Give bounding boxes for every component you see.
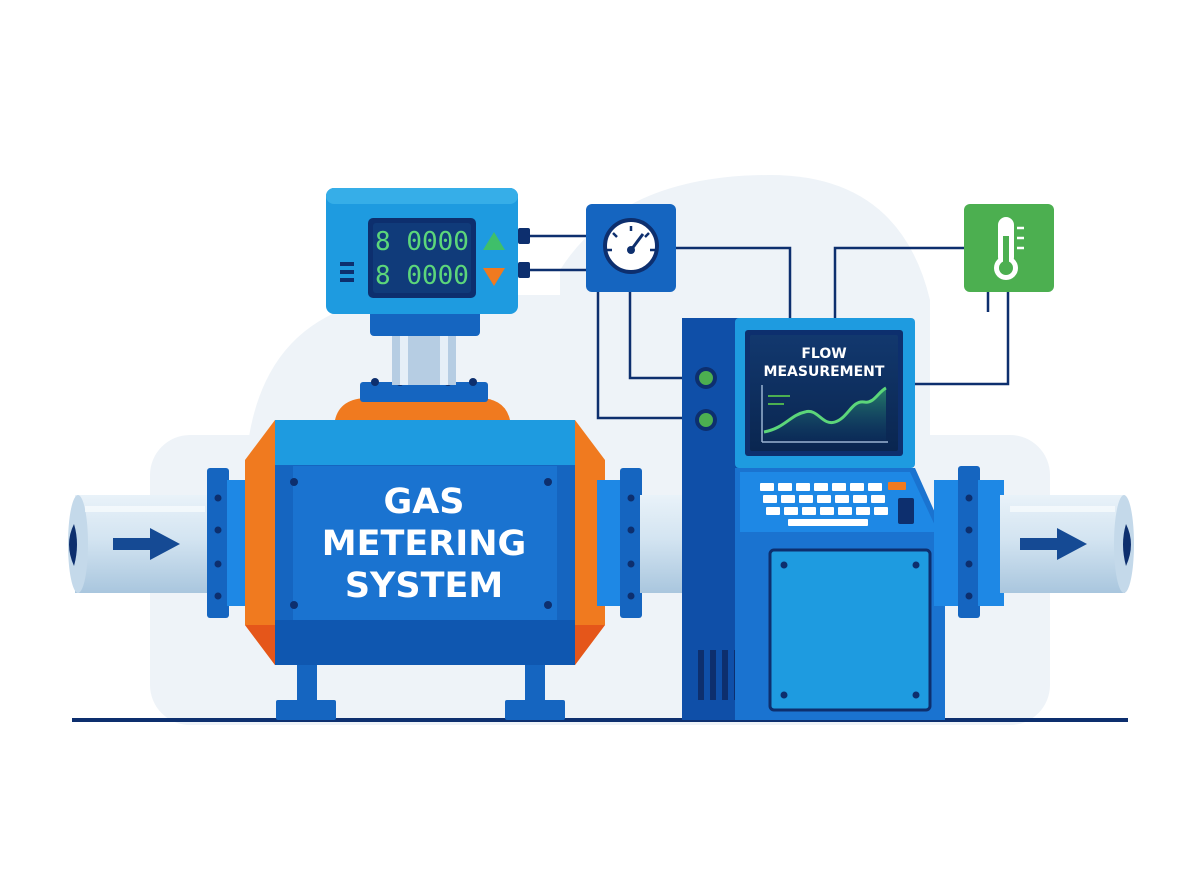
ground-line [72,718,1128,722]
thermometer-icon [994,217,1024,280]
card-slot [898,498,914,524]
meter-label-line2: METERING [322,524,527,564]
signal-wires [530,234,1010,420]
flow-trend-line [763,386,887,434]
keyboard [760,483,888,526]
meter-legs [276,655,565,720]
triangle-down-icon [483,268,505,286]
pressure-gauge-icon [603,218,659,274]
transmitter-head [326,188,530,314]
transmitter-stem [370,308,480,385]
transmitter-bottom-reading: 8 0000 [375,261,469,291]
screen-title-line1: FLOW [801,346,846,362]
meter-outlet-flange [597,468,642,618]
pressure-gauge-box [586,204,676,292]
meter-body [245,420,605,665]
outlet-flange [934,466,1004,618]
arrow-right-icon [1020,528,1087,560]
flow-trend-area [764,388,886,440]
arrow-right-icon [113,528,180,560]
triangle-up-icon [483,232,505,250]
meter-label-line3: SYSTEM [345,566,503,606]
flow-screen [745,330,903,456]
console-orange-key [888,482,906,490]
transmitter-top-reading: 8 0000 [375,227,469,257]
temperature-sensor-box [964,204,1054,292]
screen-title-line2: MEASUREMENT [764,364,885,380]
meter-label-line1: GAS [383,482,464,522]
